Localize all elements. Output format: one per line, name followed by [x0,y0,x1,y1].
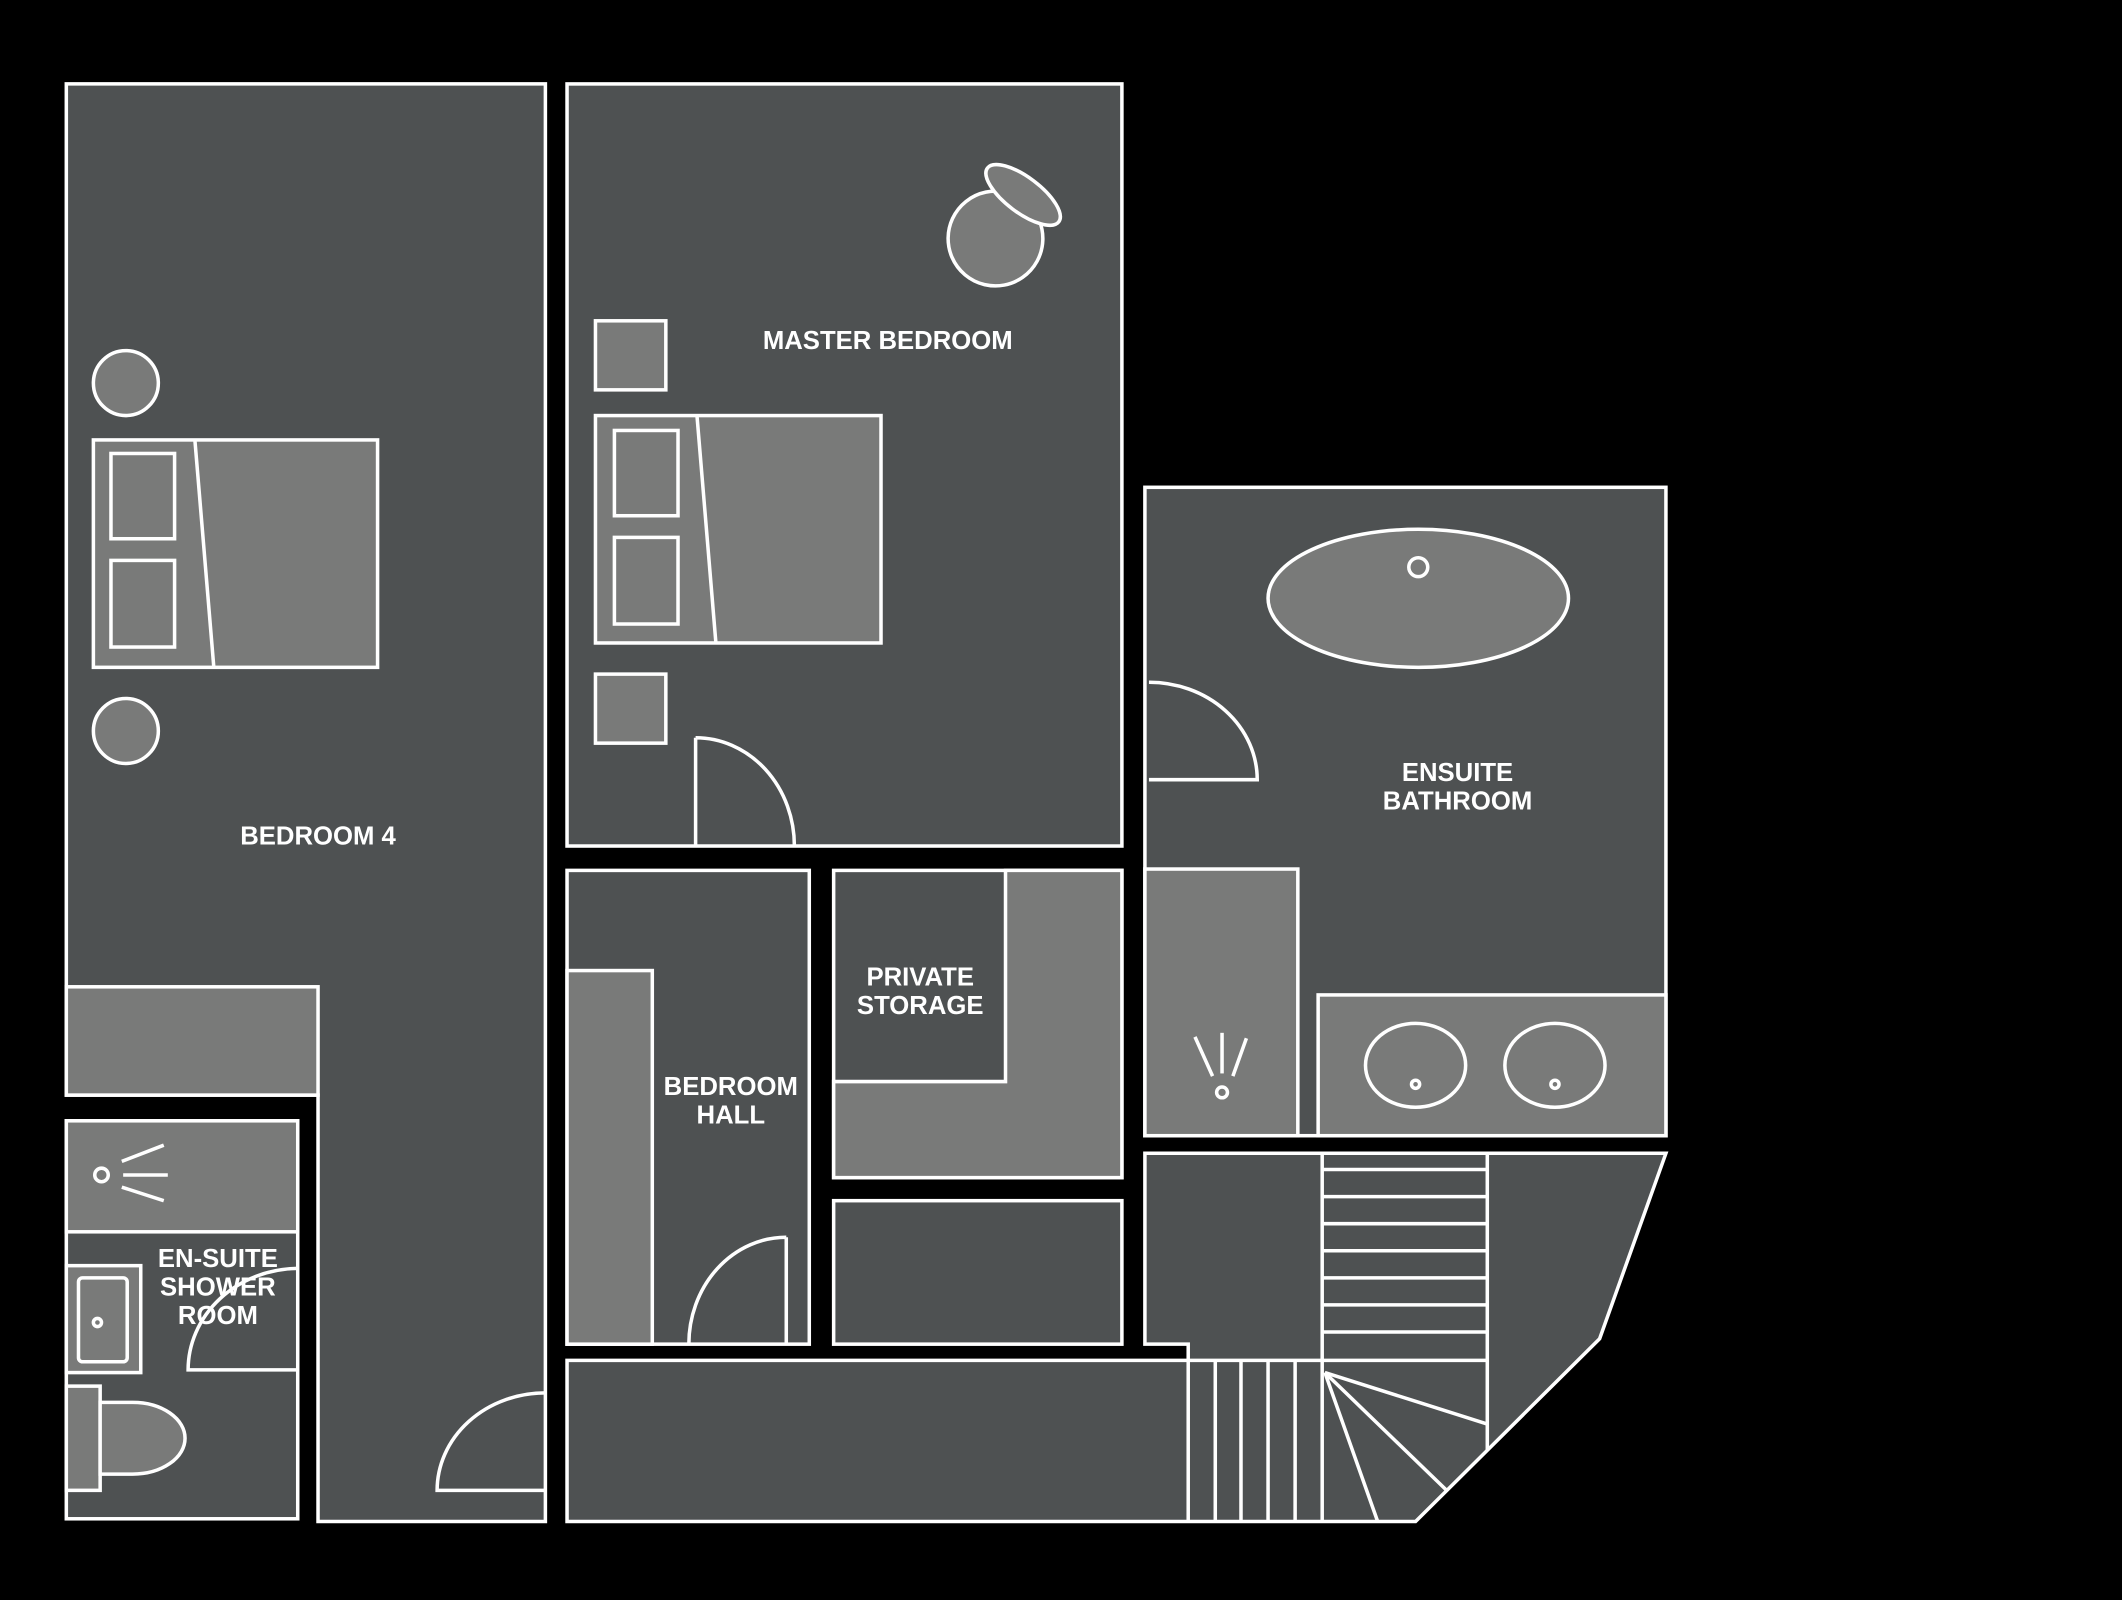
room-private-storage[interactable]: PRIVATE STORAGE [831,868,1124,1180]
bedside-table-icon [91,696,161,766]
room-ensuite-bathroom[interactable]: ENSUITE BATHROOM [1143,485,1668,1138]
room-label-ensuite-shower-room: SHOWER [160,1273,276,1301]
room-label-ensuite-bathroom: BATHROOM [1383,787,1532,815]
door-swing-icon [693,735,797,847]
door-swing-icon [687,1235,789,1345]
door-swing-icon [1148,680,1259,782]
room-bedroom-4[interactable]: BEDROOM 4 [64,82,548,1524]
room-label-bedroom-4: BEDROOM 4 [240,823,396,851]
bedside-table-icon [593,319,668,392]
room-label-master-bedroom: MASTER BEDROOM [763,327,1013,355]
double-bed-icon [593,413,883,645]
room-label-ensuite-shower-room: EN-SUITE [158,1245,278,1273]
room-label-ensuite-shower-room: ROOM [178,1302,258,1330]
shower-icon [1143,867,1300,1138]
door-swing-icon [186,1266,298,1372]
room-label-private-storage: PRIVATE [866,963,974,991]
double-bed-icon [91,438,380,670]
bedside-table-icon [593,672,668,745]
basin-icon [64,1263,143,1375]
wardrobe-icon [565,968,655,1346]
room-label-bedroom-hall: HALL [697,1102,766,1130]
wardrobe-icon [64,985,320,1097]
shower-icon [64,1119,300,1234]
room-label-private-storage: STORAGE [857,992,984,1020]
armchair-icon [946,162,1063,288]
double-sink-icon [1316,993,1668,1138]
staircase-icon [1186,1153,1490,1523]
toilet-icon [64,1384,187,1493]
bedside-table-icon [91,348,161,418]
bathtub-icon [1266,527,1571,670]
room-label-bedroom-hall: BEDROOM [664,1073,798,1101]
room-label-ensuite-bathroom: ENSUITE [1402,759,1513,787]
door-swing-icon [435,1391,546,1493]
room-bedroom-hall[interactable]: BEDROOM HALL [565,868,812,1346]
room-landing[interactable] [565,1151,1669,1524]
room-cupboard[interactable] [831,1198,1124,1346]
room-ensuite-shower-room[interactable]: EN-SUITE SHOWER ROOM [64,1119,300,1521]
room-master-bedroom[interactable]: MASTER BEDROOM [565,82,1124,848]
shelving-icon [831,868,1124,1180]
